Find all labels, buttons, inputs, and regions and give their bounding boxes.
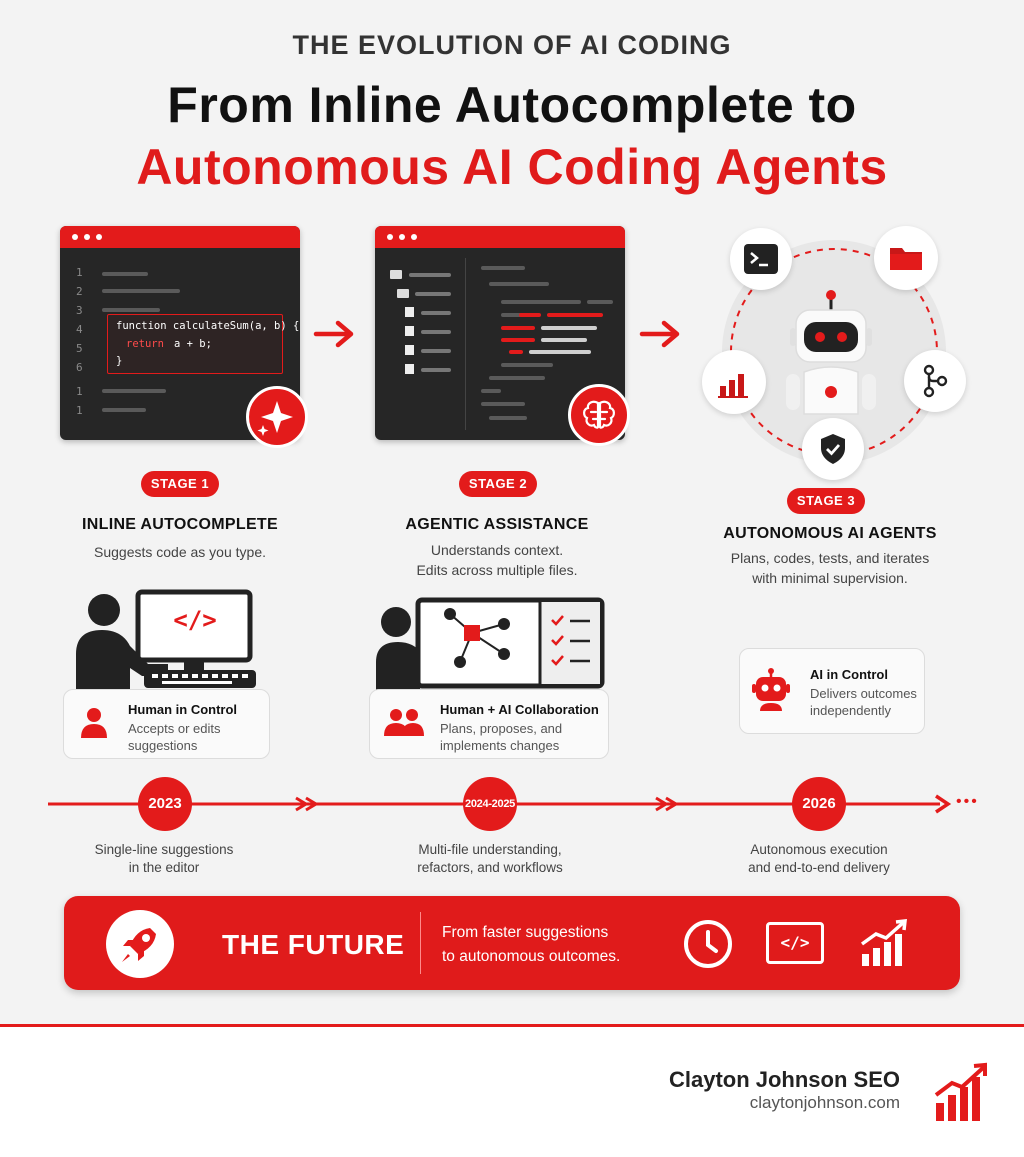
clock-icon <box>684 920 732 968</box>
future-title: THE FUTURE <box>222 929 405 960</box>
footer-brand: Clayton Johnson SEO <box>668 1067 900 1092</box>
stage3-desc-line2: with minimal supervision. <box>752 570 908 586</box>
stage3-desc-line1: Plans, codes, tests, and iterates <box>730 550 930 566</box>
card-desc: Plans, proposes, and implements changes <box>440 721 563 753</box>
timeline-note-line1: Single-line suggestions <box>94 842 234 857</box>
robot-face-icon <box>752 668 790 711</box>
future-line1: From faster suggestions <box>442 924 609 941</box>
code-line: function calculateSum(a, b) { <box>116 320 300 332</box>
card-title: Human in Control <box>128 702 238 717</box>
timeline-note-line2: refactors, and workflows <box>417 860 563 875</box>
arrow-right-icon <box>639 320 680 348</box>
code-line: a + b; <box>174 338 212 350</box>
brain-icon <box>568 384 630 446</box>
robot-icon <box>786 290 876 415</box>
code-brackets-icon: </> <box>173 606 217 634</box>
stage3-name: AUTONOMOUS AI AGENTS <box>723 525 937 542</box>
stage1-name: INLINE AUTOCOMPLETE <box>82 516 278 533</box>
stage3-pill: STAGE 3 <box>787 488 865 514</box>
ai-in-control-card: AI in Control Delivers outcomes independ… <box>739 648 925 734</box>
timeline-note-line2: in the editor <box>128 860 200 875</box>
footer-url[interactable]: claytonjohnson.com <box>749 1093 900 1112</box>
main-title-line2: Autonomous AI Coding Agents <box>136 139 888 195</box>
line-number: 1 <box>76 385 83 398</box>
brand-logo-icon <box>934 1062 987 1121</box>
timeline-note-line1: Multi-file understanding, <box>418 842 562 857</box>
card-desc: Delivers outcomes independently <box>810 686 917 718</box>
kicker-heading: THE EVOLUTION OF AI CODING <box>292 30 732 60</box>
code-window-text: </> <box>780 933 810 952</box>
person-icon <box>81 708 107 738</box>
year-marker-2026: 2026 <box>792 777 846 831</box>
bar-chart-icon <box>702 350 766 414</box>
footer: Clayton Johnson SEO claytonjohnson.com <box>0 1024 1024 1157</box>
year-marker-2024-2025: 2024-2025 <box>463 777 517 831</box>
future-line2: to autonomous outcomes. <box>442 948 621 965</box>
line-number: 2 <box>76 285 83 298</box>
line-number: 6 <box>76 361 83 374</box>
line-number: 3 <box>76 304 83 317</box>
timeline-note-line2: and end-to-end delivery <box>748 860 890 875</box>
card-title: Human + AI Collaboration <box>440 702 599 717</box>
code-line: } <box>116 355 123 367</box>
stage1-desc: Suggests code as you type. <box>94 544 266 560</box>
code-window-icon: </> <box>766 922 824 964</box>
suggestion-box: function calculateSum(a, b) { return a +… <box>107 314 299 374</box>
future-banner: THE FUTURE From faster suggestions to au… <box>64 896 960 990</box>
card-desc: Accepts or edits suggestions <box>128 721 221 753</box>
timeline-note-line1: Autonomous execution <box>750 842 888 857</box>
code-keyword: return <box>126 338 164 350</box>
terminal-icon <box>730 228 792 290</box>
folder-icon <box>874 226 938 290</box>
stage2-desc-line1: Understands context. <box>430 542 564 558</box>
stage2-editor-window <box>375 226 625 440</box>
year-marker-2023: 2023 <box>138 777 192 831</box>
stage2-name: AGENTIC ASSISTANCE <box>405 516 589 533</box>
collaboration-card: Human + AI Collaboration Plans, proposes… <box>369 689 609 759</box>
stage2-pill: STAGE 2 <box>459 471 537 497</box>
line-number: 1 <box>76 266 83 279</box>
person-at-computer-icon <box>76 589 256 692</box>
main-title-line1: From Inline Autocomplete to <box>167 77 857 133</box>
collaboration-screen-icon <box>376 597 605 696</box>
stage2-desc-line2: Edits across multiple files. <box>416 562 578 578</box>
stage1-editor-window: 1 2 3 4 5 6 1 1 function calculateSum(a,… <box>60 226 300 440</box>
card-title: AI in Control <box>810 667 888 682</box>
human-in-control-card: Human in Control Accepts or edits sugges… <box>63 689 270 759</box>
line-number: 1 <box>76 404 83 417</box>
sparkle-icon <box>246 386 308 448</box>
arrow-right-icon <box>313 320 354 348</box>
git-branch-icon <box>904 350 966 412</box>
growth-chart-icon <box>860 919 907 966</box>
stage1-pill: STAGE 1 <box>141 471 219 497</box>
rocket-icon <box>106 910 174 978</box>
people-icon <box>384 709 424 736</box>
line-number: 5 <box>76 342 83 355</box>
shield-check-icon <box>802 418 864 480</box>
line-number: 4 <box>76 323 83 336</box>
timeline-trailing-dots: ••• <box>956 793 979 810</box>
